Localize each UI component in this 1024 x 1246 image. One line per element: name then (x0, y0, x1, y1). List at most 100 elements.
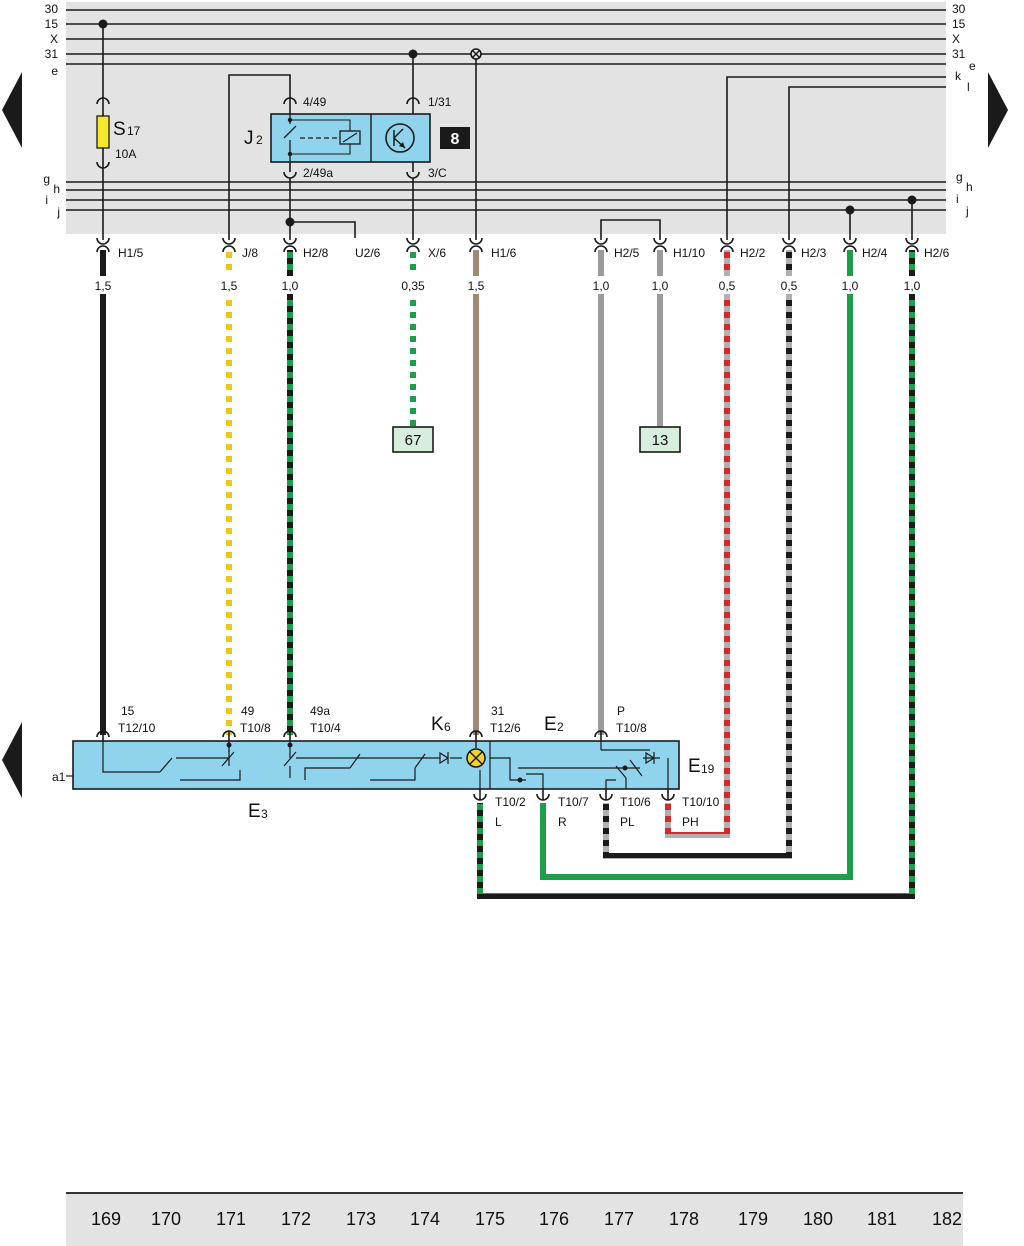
gauge-label: 0,5 (781, 279, 798, 293)
ruler-number: 172 (281, 1209, 311, 1229)
component-name: E (248, 801, 261, 822)
connector-label: X/6 (428, 246, 446, 260)
ruler-number: 182 (932, 1209, 962, 1229)
ruler-number: 171 (216, 1209, 246, 1229)
wire-green-black (477, 250, 915, 899)
bus-label: j (56, 205, 60, 219)
ruler-bar (66, 1193, 963, 1246)
connector-arcs (96, 237, 919, 253)
component-name: K (431, 714, 444, 735)
switch-pin-label: T10/6 (620, 795, 651, 809)
bus-label: 15 (952, 17, 966, 31)
switch-pin-label: T10/4 (310, 721, 341, 735)
fuse-s17: S 17 10A (96, 97, 141, 169)
switch-pin-labels: 15 T12/10 49 T10/8 49a T10/4 31 T12/6 P … (118, 704, 647, 735)
bus-label: l (967, 80, 970, 94)
ref-box-label: 13 (652, 432, 669, 449)
component-sub: 19 (701, 762, 715, 776)
relay-pin-label: 2/49a (303, 166, 333, 180)
wire-red-grey (665, 250, 730, 838)
switch-pin-label: T10/8 (240, 721, 271, 735)
switch-top-pins (96, 730, 608, 741)
bus-label: e (969, 59, 976, 73)
bus-label: g (956, 170, 963, 184)
ruler-number: 169 (91, 1209, 121, 1229)
gauge-labels: 1,5 1,5 1,0 0,35 1,5 1,0 1,0 0,5 0,5 1,0… (90, 276, 925, 294)
top-panel (66, 2, 946, 234)
ref-box-67[interactable] (392, 426, 434, 453)
switch-pin-num: 15 (121, 704, 135, 718)
bus-label: 31 (952, 47, 966, 61)
switch-module (72, 740, 680, 790)
component-name: E (688, 756, 701, 777)
crossing-mark (471, 49, 481, 59)
relay-location-badge (440, 127, 470, 149)
relay-name: J (244, 128, 254, 149)
bus-label: X (952, 32, 960, 46)
diode-icon (645, 751, 656, 765)
gauge-label: 1,5 (221, 279, 238, 293)
fuse-sub: 17 (127, 124, 141, 138)
gauge-label: 0,35 (401, 279, 425, 293)
ruler-number: 179 (738, 1209, 768, 1229)
ruler-number: 181 (867, 1209, 897, 1229)
switch-pin-label: T10/2 (495, 795, 526, 809)
connector-label: J/8 (242, 246, 258, 260)
connector-label: H2/3 (801, 246, 827, 260)
switch-pin-sub: PH (682, 815, 699, 829)
switch-pin-label: T10/7 (558, 795, 589, 809)
ref-box-13[interactable] (639, 426, 681, 453)
component-sub: 6 (444, 720, 451, 734)
ruler-number: 173 (346, 1209, 376, 1229)
switch-pin-num: P (617, 704, 625, 718)
bus-label: 15 (45, 17, 59, 31)
ruler-number: 177 (604, 1209, 634, 1229)
ruler-number: 170 (151, 1209, 181, 1229)
switch-bottom-labels: T10/2 L T10/7 R T10/6 PL T10/10 PH (495, 795, 720, 829)
relay-pin-label: 1/31 (428, 95, 452, 109)
switch-pin-label: T10/10 (682, 795, 720, 809)
prev-page-arrow-icon[interactable] (2, 722, 22, 798)
gauge-label: 1,0 (652, 279, 669, 293)
bus-label: X (50, 32, 58, 46)
ruler-number: 176 (539, 1209, 569, 1229)
fuse-name: S (113, 119, 126, 140)
switch-pin-sub: PL (620, 815, 635, 829)
fuse-rating: 10A (115, 147, 136, 161)
bus-label: 30 (952, 2, 966, 16)
relay-badge-text: 8 (451, 131, 460, 148)
bus-label: k (955, 69, 962, 83)
switch-pin-label: T12/10 (118, 721, 156, 735)
indicator-lamp-icon (466, 741, 486, 768)
wires (100, 250, 915, 899)
bus-label: e (51, 64, 58, 78)
connector-label: H2/5 (614, 246, 640, 260)
wire-green (540, 250, 853, 880)
ruler-number: 175 (475, 1209, 505, 1229)
relay-electronic-icon (385, 123, 415, 153)
bus-label: h (53, 182, 60, 196)
bus-label: i (956, 192, 959, 206)
gauge-label: 1,5 (468, 279, 485, 293)
prev-page-arrow-icon[interactable] (2, 72, 22, 148)
switch-pin-num: 49a (310, 704, 330, 718)
switch-bottom-pins (473, 789, 675, 801)
reference-boxes: 67 13 (392, 426, 681, 453)
ref-box-label: 67 (405, 432, 422, 449)
connector-labels: H1/5 J/8 H2/8 U2/6 X/6 H1/6 H2/5 H1/10 H… (118, 246, 950, 260)
relay-pin-label: 3/C (428, 166, 447, 180)
diode-icon (439, 751, 450, 765)
next-page-arrow-icon[interactable] (988, 72, 1008, 148)
bus-label: g (43, 172, 50, 186)
bus-label: 30 (45, 2, 59, 16)
ruler-number: 178 (669, 1209, 699, 1229)
bus-label: j (965, 204, 969, 218)
component-labels: K 6 E 2 E 19 E 3 a1 (52, 714, 715, 822)
ruler-number: 180 (803, 1209, 833, 1229)
ruler-number: 174 (410, 1209, 440, 1229)
switch-pin-sub: R (558, 815, 567, 829)
connector-label: H1/6 (491, 246, 517, 260)
switch-pin-sub: L (495, 815, 502, 829)
relay-j2: 8 J 2 4/49 1/31 2/49a 3/C (244, 95, 470, 180)
